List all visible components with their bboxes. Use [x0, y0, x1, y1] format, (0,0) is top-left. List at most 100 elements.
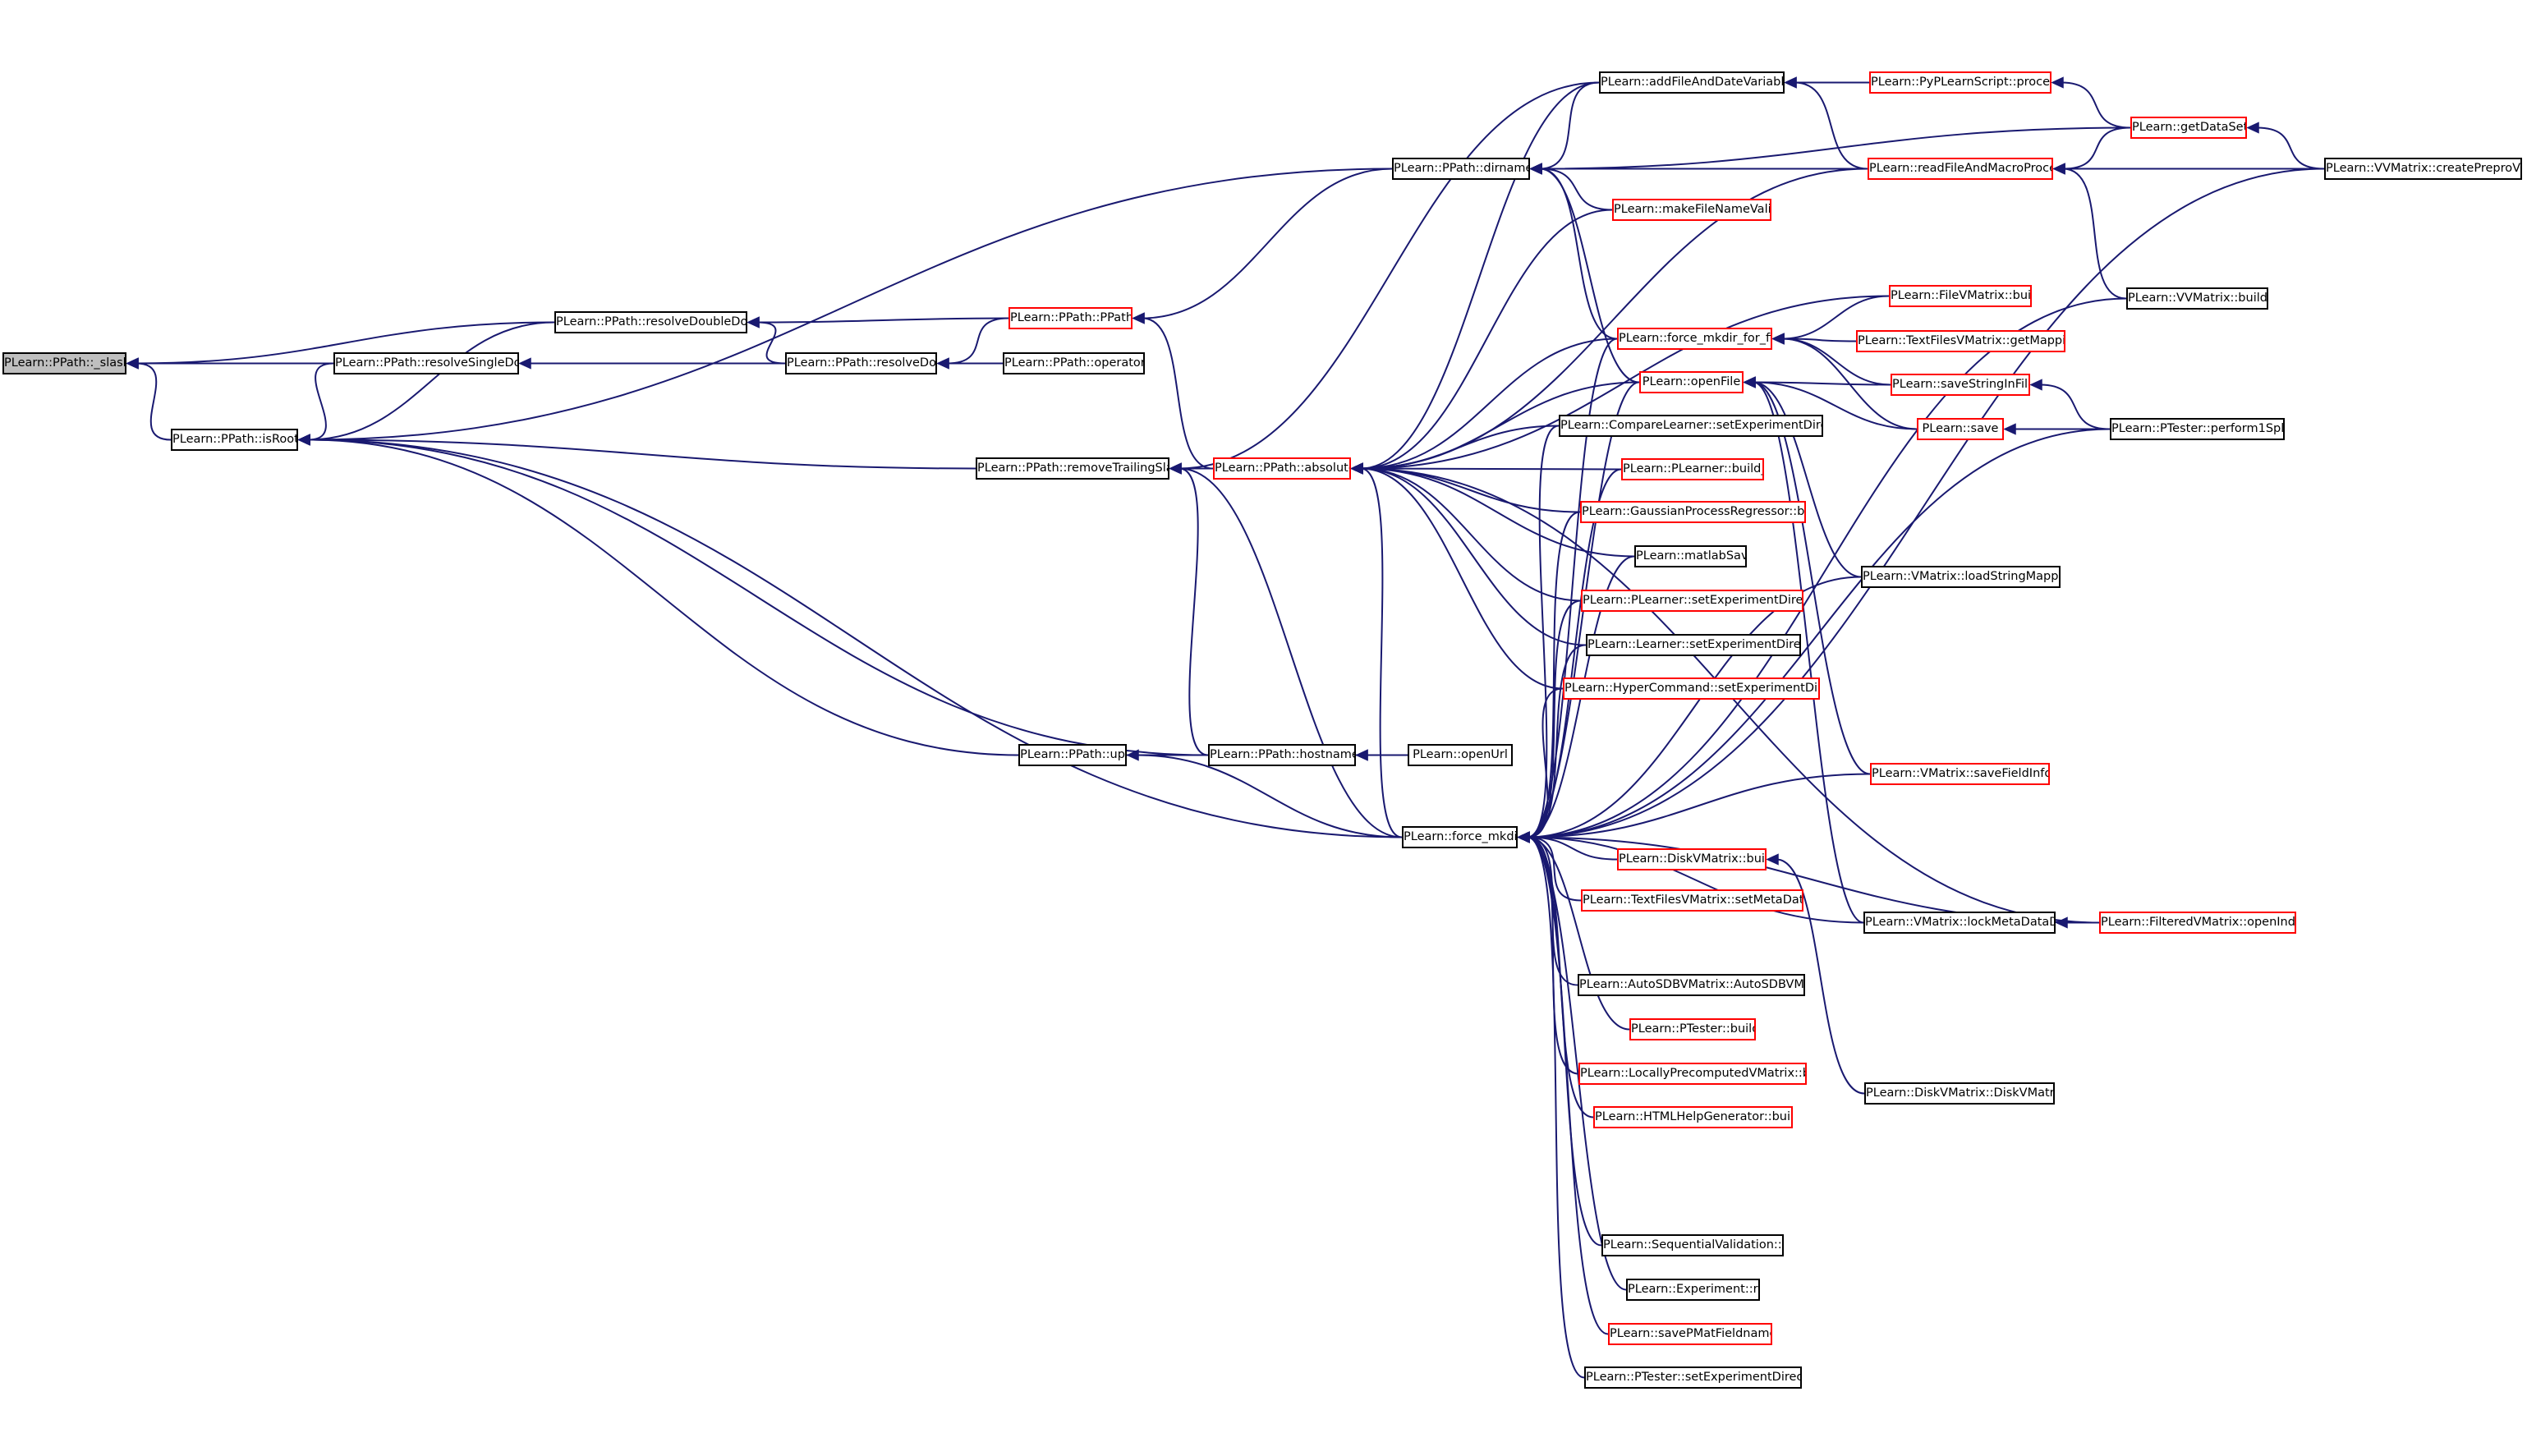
- edge-save-to-openFile: [1753, 381, 1918, 430]
- edge-saveFieldInfos-to-openFile: [1753, 381, 1871, 775]
- node-tfGetMapping[interactable]: PLearn::TextFilesVMatrix::getMapping: [1856, 330, 2065, 352]
- node-operatorEq[interactable]: PLearn::PPath::operator=: [1003, 352, 1145, 374]
- arrowhead-openUrl-to-hostname: [1355, 749, 1368, 761]
- edge-hyperSetExp-to-forceMkdir: [1527, 687, 1564, 838]
- edge-tfSetMeta-to-forceMkdir: [1527, 836, 1582, 902]
- edge-vvBuild-to-readFileAndMacroProcess: [2062, 168, 2127, 300]
- arrowhead-save-to-forceMkdirForFile: [1771, 333, 1785, 345]
- edge-isRoot-to-slash: [136, 362, 172, 441]
- edge-performSplit-to-saveStringInFile: [2039, 384, 2111, 430]
- edge-makeFileNameValid-to-dirname: [1539, 168, 1613, 211]
- arrowhead-resolveSingleDots-to-slash: [126, 357, 139, 370]
- node-tfSetMeta[interactable]: PLearn::TextFilesVMatrix::setMetaDataDir: [1581, 889, 1803, 912]
- edge-getDataSet-to-dirname: [1539, 126, 2131, 170]
- edge-getDataSet-to-readFileAndMacroProcess: [2062, 126, 2131, 170]
- node-openUrl[interactable]: PLearn::openUrl: [1408, 744, 1513, 766]
- edge-addFileAndDateVariables-to-dirname: [1539, 81, 1600, 170]
- node-loadStringMapping[interactable]: PLearn::VMatrix::loadStringMapping: [1861, 566, 2061, 588]
- edge-makeFileNameValid-to-absolute: [1360, 209, 1613, 470]
- edge-saveFieldInfos-to-forceMkdir: [1527, 773, 1871, 838]
- node-saveFieldInfos[interactable]: PLearn::VMatrix::saveFieldInfos: [1870, 763, 2050, 785]
- edge-dirname-to-ppath: [1142, 168, 1393, 319]
- edge-up-to-isRoot: [307, 439, 1019, 756]
- edge-resolveDoubleDots-to-isRoot: [307, 321, 555, 441]
- arrowhead-forceMkdir-to-removeTrailingSlash: [1169, 462, 1182, 475]
- node-learnerSetExp[interactable]: PLearn::Learner::setExperimentDirectory: [1586, 634, 1801, 656]
- edge-plearnerBuild-to-absolute: [1360, 467, 1622, 471]
- node-addFileAndDateVariables[interactable]: PLearn::addFileAndDateVariables: [1599, 71, 1785, 94]
- edge-locallyBuild-to-forceMkdir: [1527, 836, 1579, 1075]
- arrowhead-filteredOpenIndex-to-lockMetaDataDir: [2055, 916, 2068, 929]
- node-autoSDB[interactable]: PLearn::AutoSDBVMatrix::AutoSDBVMatrix: [1578, 974, 1805, 996]
- node-seqRun[interactable]: PLearn::SequentialValidation::run: [1601, 1234, 1784, 1256]
- node-removeTrailingSlash[interactable]: PLearn::PPath::removeTrailingSlash: [976, 457, 1169, 480]
- node-resolveDoubleDots[interactable]: PLearn::PPath::resolveDoubleDots: [554, 311, 747, 333]
- arrowhead-diskVMatrix-to-diskBuild: [1766, 853, 1779, 866]
- node-htmlBuild[interactable]: PLearn::HTMLHelpGenerator::build_: [1593, 1106, 1793, 1128]
- node-fileVBuild[interactable]: PLearn::FileVMatrix::build_: [1889, 285, 2032, 307]
- node-forceMkdir[interactable]: PLearn::force_mkdir: [1402, 826, 1518, 848]
- node-dirname[interactable]: PLearn::PPath::dirname: [1392, 158, 1530, 180]
- node-matlabSave[interactable]: PLearn::matlabSave: [1634, 545, 1747, 567]
- node-absolute[interactable]: PLearn::PPath::absolute: [1213, 457, 1351, 480]
- edge-gprBuild-to-forceMkdir: [1527, 511, 1581, 838]
- edge-readFileAndMacroProcess-to-addFileAndDateVariables: [1794, 81, 1868, 170]
- node-locallyBuild[interactable]: PLearn::LocallyPrecomputedVMatrix::build…: [1578, 1063, 1807, 1085]
- node-compareSetExp[interactable]: PLearn::CompareLearner::setExperimentDir…: [1559, 415, 1823, 437]
- edge-plearnerSetExp-to-forceMkdir: [1527, 599, 1582, 838]
- node-diskBuild[interactable]: PLearn::DiskVMatrix::build_: [1617, 848, 1767, 870]
- arrowhead-createPreproVMat-to-forceMkdir: [1517, 831, 1530, 843]
- edge-loadStringMapping-to-openFile: [1753, 381, 1862, 578]
- node-performSplit[interactable]: PLearn::PTester::perform1Split: [2110, 418, 2285, 440]
- node-resolveDots[interactable]: PLearn::PPath::resolveDots: [785, 352, 937, 374]
- node-saveStringInFile[interactable]: PLearn::saveStringInFile: [1891, 374, 2030, 396]
- node-diskVMatrix[interactable]: PLearn::DiskVMatrix::DiskVMatrix: [1864, 1082, 2055, 1105]
- node-forceMkdirForFile[interactable]: PLearn::force_mkdir_for_file: [1617, 328, 1772, 350]
- arrowhead-filteredOpenIndex-to-absolute: [1350, 462, 1363, 475]
- edge-forceMkdirForFile-to-absolute: [1360, 338, 1618, 470]
- edge-tfGetMapping-to-forceMkdirForFile: [1781, 338, 1857, 342]
- edge-hostname-to-isRoot: [307, 439, 1209, 756]
- edge-compareSetExp-to-forceMkdir: [1527, 425, 1560, 838]
- node-vvBuild[interactable]: PLearn::VVMatrix::build_: [2126, 287, 2268, 310]
- edge-hostname-to-removeTrailingSlash: [1179, 467, 1209, 756]
- node-ppath[interactable]: PLearn::PPath::PPath: [1009, 307, 1133, 329]
- node-expRun[interactable]: PLearn::Experiment::run: [1626, 1279, 1760, 1301]
- edge-saveStringInFile-to-openFile: [1753, 381, 1891, 386]
- node-openFile[interactable]: PLearn::openFile: [1639, 371, 1744, 393]
- edge-addFileAndDateVariables-to-removeTrailingSlash: [1179, 81, 1600, 470]
- node-makeFileNameValid[interactable]: PLearn::makeFileNameValid: [1612, 199, 1771, 221]
- node-hostname[interactable]: PLearn::PPath::hostname: [1208, 744, 1356, 766]
- edge-resolveSingleDots-to-isRoot: [307, 362, 334, 441]
- edge-forceMkdir-to-isRoot: [307, 439, 1403, 838]
- node-savePMat[interactable]: PLearn::savePMatFieldnames: [1608, 1323, 1772, 1345]
- node-gprBuild[interactable]: PLearn::GaussianProcessRegressor::build_: [1580, 501, 1806, 523]
- node-slash[interactable]: PLearn::PPath::_slash: [2, 352, 126, 374]
- node-readFileAndMacroProcess[interactable]: PLearn::readFileAndMacroProcess: [1868, 158, 2053, 180]
- edge-matlabSave-to-absolute: [1360, 467, 1635, 558]
- edge-hyperSetExp-to-absolute: [1360, 467, 1564, 690]
- node-ptesterBuild[interactable]: PLearn::PTester::build_: [1629, 1018, 1756, 1040]
- node-hyperSetExp[interactable]: PLearn::HyperCommand::setExperimentDirec…: [1563, 677, 1820, 700]
- arrowhead-absolute-to-ppath: [1132, 312, 1145, 324]
- node-pyProcess[interactable]: PLearn::PyPLearnScript::process: [1869, 71, 2051, 94]
- node-plearnerSetExp[interactable]: PLearn::PLearner::setExperimentDirectory: [1581, 590, 1803, 612]
- edge-getDataSet-to-pyProcess: [2061, 81, 2131, 129]
- node-filteredOpenIndex[interactable]: PLearn::FilteredVMatrix::openIndex: [2099, 912, 2296, 934]
- node-ptesterSetExp[interactable]: PLearn::PTester::setExperimentDirectory: [1584, 1366, 1802, 1389]
- node-save[interactable]: PLearn::save: [1917, 418, 2004, 440]
- edge-loadStringMapping-to-forceMkdir: [1527, 576, 1862, 838]
- node-plearnerBuild[interactable]: PLearn::PLearner::build_: [1621, 458, 1764, 480]
- node-up[interactable]: PLearn::PPath::up: [1018, 744, 1127, 766]
- node-createPreproVMat[interactable]: PLearn::VVMatrix::createPreproVMat: [2324, 158, 2522, 180]
- edge-addFileAndDateVariables-to-absolute: [1360, 81, 1600, 470]
- node-getDataSet[interactable]: PLearn::getDataSet: [2130, 117, 2247, 139]
- node-resolveSingleDots[interactable]: PLearn::PPath::resolveSingleDots: [333, 352, 519, 374]
- edge-ptesterSetExp-to-forceMkdir: [1527, 836, 1585, 1379]
- arrowhead-openFile-to-dirname: [1529, 163, 1542, 175]
- arrowhead-ppath-to-resolveDoubleDots: [747, 316, 760, 328]
- node-lockMetaDataDir[interactable]: PLearn::VMatrix::lockMetaDataDir: [1863, 912, 2056, 934]
- arrowhead-getDataSet-to-pyProcess: [2051, 76, 2064, 89]
- node-isRoot[interactable]: PLearn::PPath::isRoot: [171, 429, 298, 451]
